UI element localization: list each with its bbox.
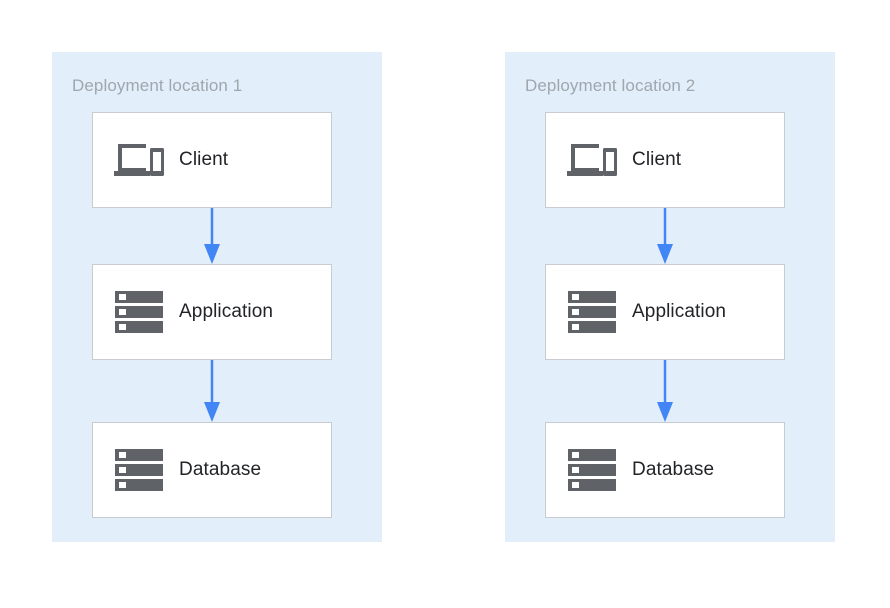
deployment-location-panel-2: Deployment location 2 Client (505, 52, 835, 542)
node-label: Application (632, 301, 727, 322)
node-client-2[interactable]: Client (545, 112, 785, 208)
node-label: Client (632, 149, 682, 170)
devices-icon (564, 132, 620, 188)
devices-icon (111, 132, 167, 188)
deployment-location-panel-1: Deployment location 1 Client (52, 52, 382, 542)
node-database-2[interactable]: Database (545, 422, 785, 518)
panel-title-2: Deployment location 2 (525, 76, 696, 95)
node-label: Application (179, 301, 274, 322)
arrow-application-to-database-1 (204, 360, 220, 422)
node-application-1[interactable]: Application (92, 264, 332, 360)
server-icon (111, 442, 167, 498)
node-label: Database (179, 459, 262, 480)
node-label: Database (632, 459, 715, 480)
arrow-client-to-application-2 (657, 208, 673, 264)
arrow-application-to-database-2 (657, 360, 673, 422)
arrow-client-to-application-1 (204, 208, 220, 264)
node-client-1[interactable]: Client (92, 112, 332, 208)
server-icon (564, 284, 620, 340)
server-icon (564, 442, 620, 498)
node-application-2[interactable]: Application (545, 264, 785, 360)
server-icon (111, 284, 167, 340)
node-database-1[interactable]: Database (92, 422, 332, 518)
node-label: Client (179, 149, 229, 170)
panel-title-1: Deployment location 1 (72, 76, 243, 95)
